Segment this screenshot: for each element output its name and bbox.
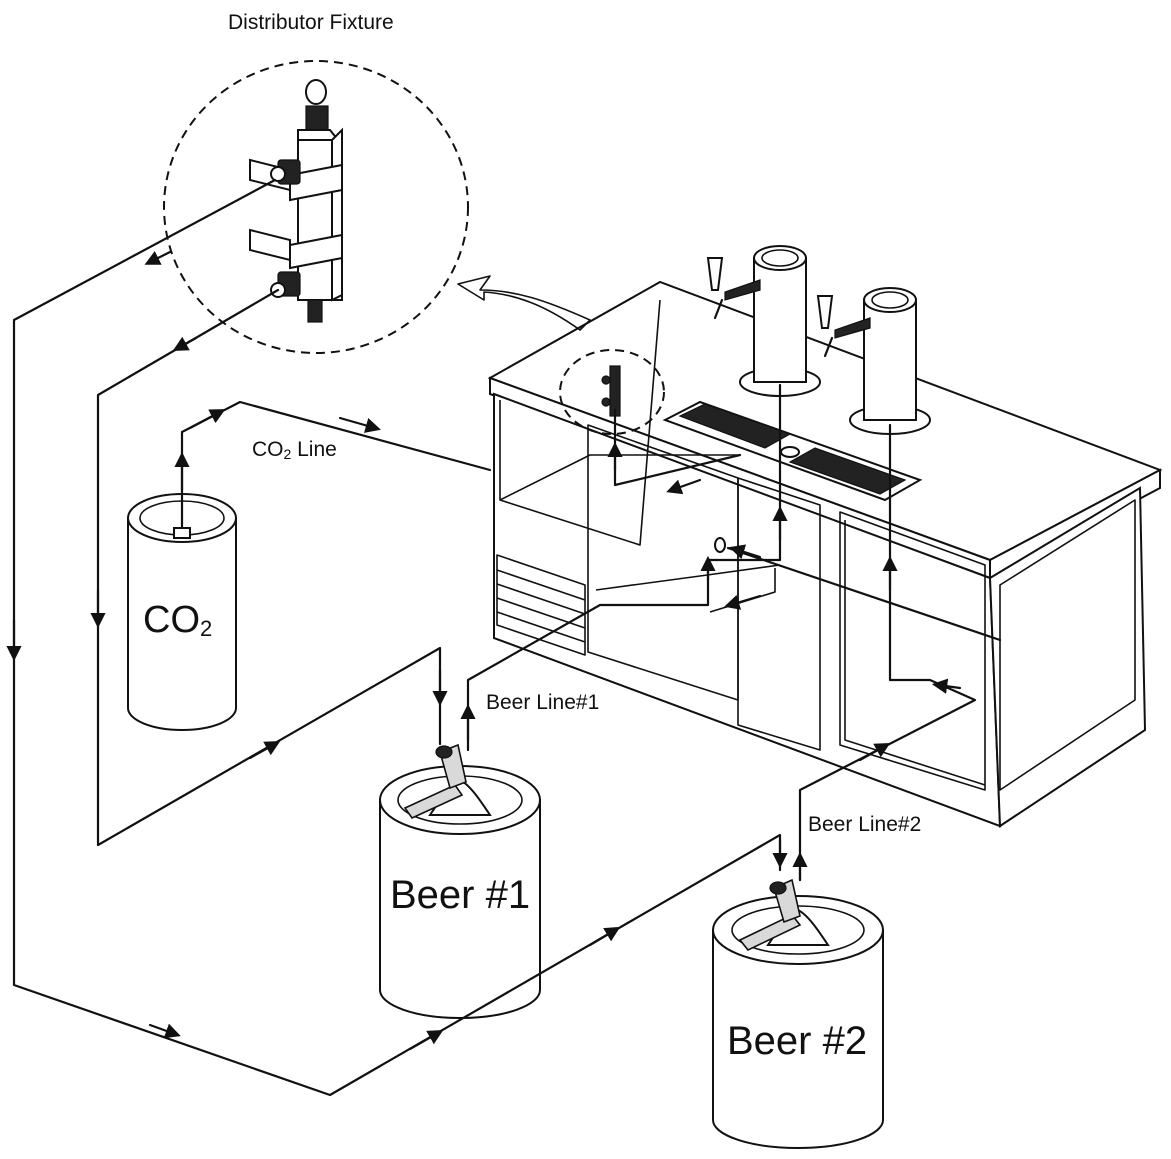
callout-arrow [457,275,591,331]
keg-1 [379,743,541,1019]
tap-handle-1 [706,257,724,291]
door-center [737,477,821,751]
cabinet-base [493,637,1146,827]
co2-line-internal [613,408,742,487]
distributor-fixture-installed [559,349,665,435]
tower-2-column [863,299,917,421]
beer-line-2-label: Beer Line#2 [808,813,921,836]
tap-handle-2 [816,295,834,329]
co2-line-label: CO2 Line [252,438,337,462]
beer-line-2 [798,423,977,882]
tower-1 [739,245,821,397]
cabinet-interior-shelf [499,454,740,501]
door-right-inner [844,520,986,786]
beer-line-1 [466,383,782,752]
tower-1-column [753,257,807,383]
co2-tank-body [127,517,237,731]
distributor-fixture-detail [163,60,469,354]
cabinet-interior-left [499,299,661,546]
keg-2-label: Beer #2 [727,1019,867,1063]
cabinet-top-side-edge [989,468,1161,580]
side-panel [999,499,1136,791]
keg-1-coupler-handle [403,783,464,820]
faucet-2 [816,295,871,358]
keg-2-body [712,929,884,1149]
svg-text:CO2 Line: CO2 Line [252,438,337,462]
door-right [839,511,986,791]
svg-text:CO2: CO2 [143,599,212,641]
co2-return [726,546,1002,642]
distributor-fixture-label: Distributor Fixture [228,11,394,34]
line-port [714,537,726,553]
faucet-1 [706,257,761,320]
beer-line-1-label: Beer Line#1 [486,691,599,714]
tower-2 [849,287,931,435]
keg-2 [712,878,884,1149]
drip-grate-2 [788,447,907,495]
keg-2-coupler-handle [738,914,802,951]
detail-circle-small [559,349,665,435]
manifold-body [297,139,333,301]
drain [780,446,800,458]
drip-grate-1 [678,403,792,449]
plumbing-lines [6,178,1002,1097]
door-left-inner [595,564,781,591]
keg-1-label: Beer #1 [390,873,530,917]
vent-louvers [496,554,586,656]
back-bar-cabinet [487,280,1163,828]
detail-circle [163,60,469,354]
co2-tank-label: CO2 [143,599,212,641]
